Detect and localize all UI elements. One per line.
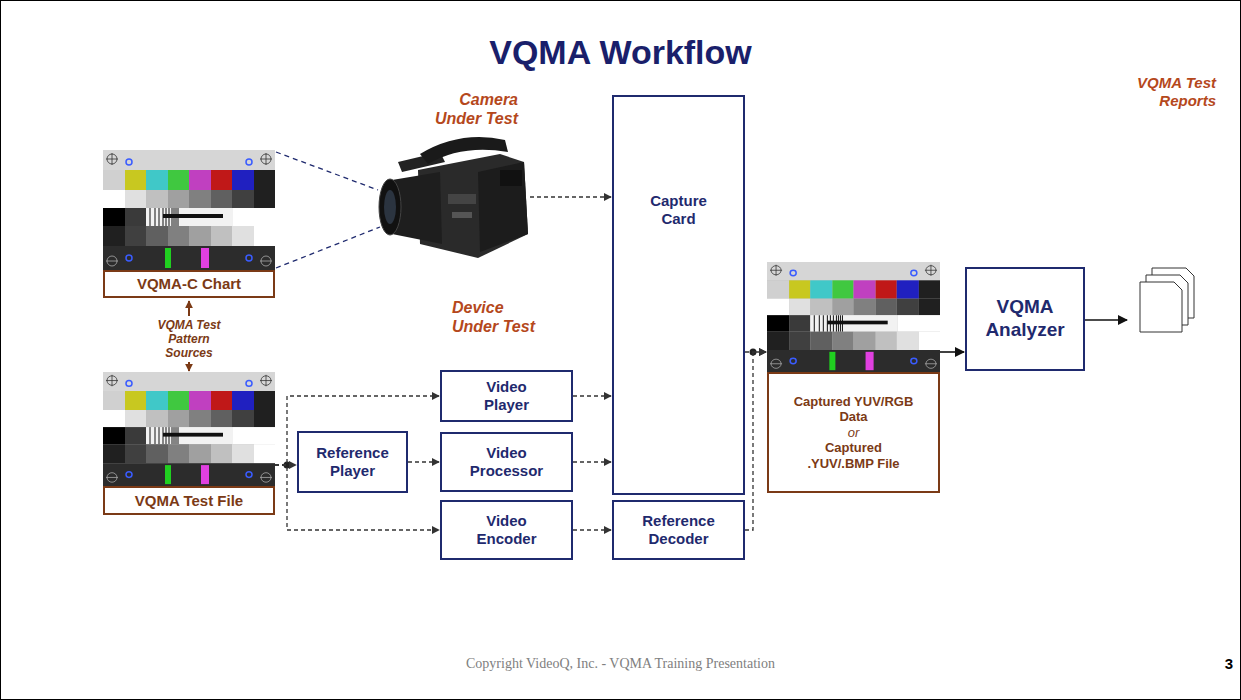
flow-connector: [573, 529, 611, 530]
chart-source: VQMA-C Chart: [103, 150, 275, 298]
flow-connector: [745, 352, 766, 530]
caption-frame: VQMA Test File: [103, 486, 275, 515]
source-label: VQMA Test Pattern Sources: [147, 318, 231, 360]
flow-connector: [573, 461, 611, 462]
process-box: Video Player: [440, 370, 573, 422]
flow-connector: [940, 351, 964, 353]
node-text: Video Player: [467, 378, 547, 414]
capture-box: Capture Card: [612, 95, 745, 495]
node-text: VQMA Analyzer: [973, 296, 1077, 342]
group-label: Device Under Test: [452, 298, 552, 336]
analyzer-box: VQMA Analyzer: [965, 267, 1085, 371]
node-text: or: [848, 425, 860, 441]
camera-node: Camera Under Test: [370, 88, 530, 260]
test-file-source: VQMA Test File: [103, 372, 275, 515]
captured-data: Captured YUV/RGB DataorCaptured .YUV/.BM…: [767, 262, 940, 493]
chart-image: [103, 150, 275, 270]
flow-connector: [408, 461, 439, 462]
node-text: Video Encoder: [467, 512, 547, 548]
footer-copyright: Copyright VideoQ, Inc. - VQMA Training P…: [0, 656, 1241, 672]
caption-frame: VQMA-C Chart: [103, 270, 275, 298]
flow-connector: [530, 196, 611, 197]
node-text: VQMA-C Chart: [137, 275, 241, 293]
test-file-image: [103, 372, 275, 486]
captured-image: [767, 262, 940, 372]
node-text: Reference Decoder: [639, 512, 719, 548]
page-number: 3: [1205, 655, 1233, 672]
process-box: Video Processor: [440, 432, 573, 492]
node-text: VQMA Test File: [135, 492, 243, 510]
flow-connector: [1085, 319, 1127, 321]
node-text: Camera Under Test: [418, 90, 518, 128]
camera-illustration: [379, 137, 528, 258]
process-box: Reference Decoder: [612, 500, 745, 560]
diagram-title: VQMA Workflow: [0, 32, 1241, 72]
node-text: Captured YUV/RGB Data: [794, 394, 914, 425]
process-box: Video Encoder: [440, 500, 573, 560]
report-stack-icon: [1140, 268, 1194, 332]
node-text: Capture Card: [639, 192, 719, 228]
process-box: Reference Player: [297, 431, 408, 493]
report-node: VQMA Test Reports: [1128, 72, 1218, 334]
node-text: Video Processor: [467, 444, 547, 480]
node-text: Reference Player: [313, 444, 393, 480]
flow-connector: [573, 395, 611, 396]
view-lines: [276, 152, 380, 268]
node-text: Captured .YUV/.BMP File: [794, 440, 914, 471]
flow-connector: [745, 351, 766, 352]
node-text: VQMA Test Reports: [1128, 74, 1216, 110]
caption-frame: Captured YUV/RGB DataorCaptured .YUV/.BM…: [767, 372, 940, 493]
